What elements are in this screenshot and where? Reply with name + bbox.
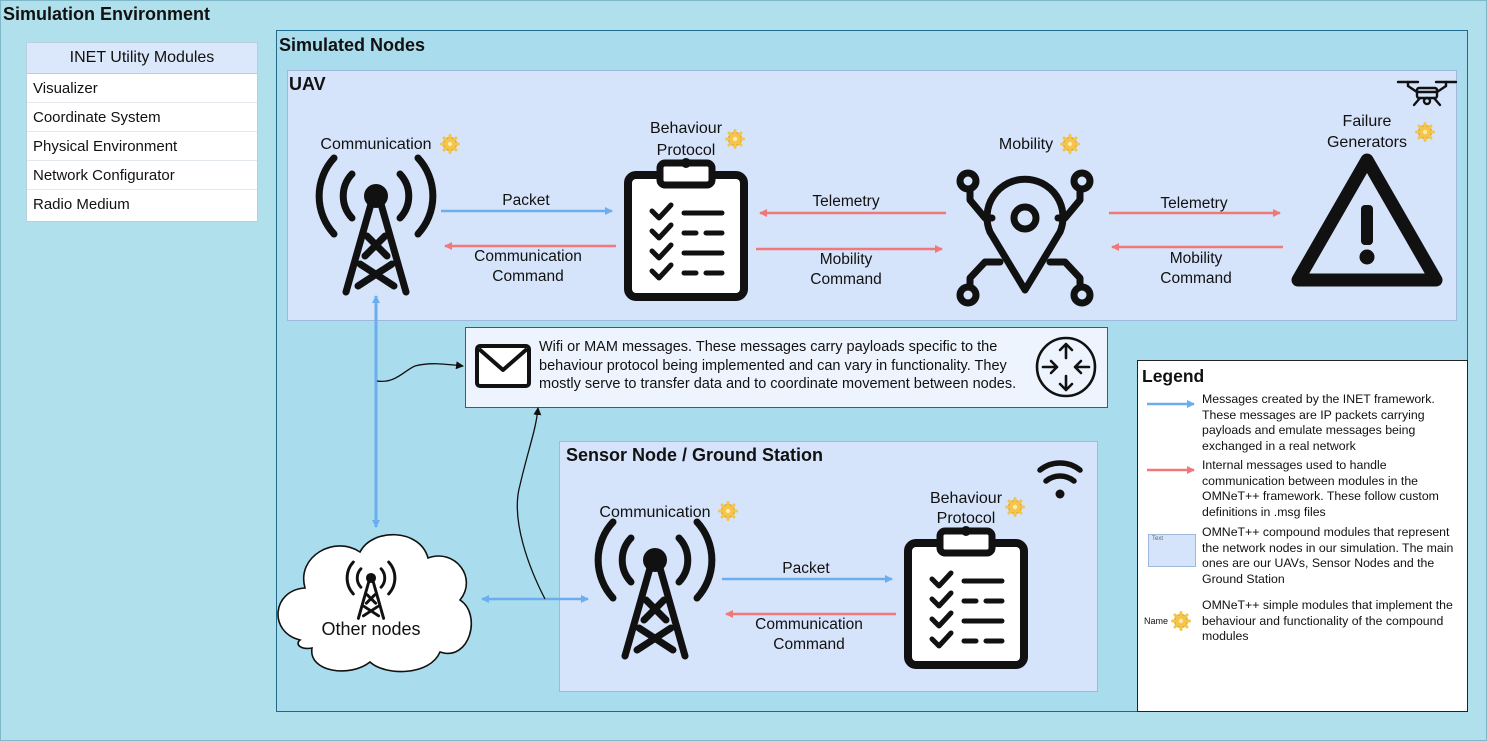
uav-behaviour-label-1: Behaviour bbox=[649, 120, 723, 137]
legend: Legend Messages created by the INET fram… bbox=[1137, 360, 1468, 712]
sensor-node-title: Sensor Node / Ground Station bbox=[566, 445, 824, 465]
drone-icon bbox=[1396, 80, 1458, 107]
mobility-location-icon bbox=[956, 169, 1094, 307]
sensor-communication-label: Communication bbox=[599, 504, 711, 521]
uav-failure-label-2: Generators bbox=[1326, 134, 1408, 151]
uav-mobility-command-label-2b: Command bbox=[1160, 270, 1232, 287]
legend-compound-swatch-label: Text bbox=[1152, 536, 1164, 542]
legend-compound-text: OMNeT++ compound modules that represent … bbox=[1202, 525, 1454, 586]
legend-compound-swatch: Text bbox=[1148, 534, 1196, 567]
environment-title: Simulation Environment bbox=[3, 4, 211, 24]
uav-link-callout-connector bbox=[376, 361, 464, 383]
sensor-comm-command-label-2: Command bbox=[773, 636, 845, 653]
uav-telemetry-label-1: Telemetry bbox=[812, 193, 880, 210]
uav-communication-label: Communication bbox=[320, 136, 432, 153]
uav-failure-label-1: Failure bbox=[1342, 113, 1392, 130]
uav-module bbox=[287, 70, 1457, 321]
utility-item-coordinate-system: Coordinate System bbox=[27, 103, 257, 132]
wifi-icon bbox=[1037, 460, 1083, 499]
warning-icon bbox=[1291, 153, 1443, 287]
uav-behaviour-label-2: Protocol bbox=[656, 142, 716, 159]
simulated-nodes-title: Simulated Nodes bbox=[279, 35, 426, 55]
other-nodes-label: Other nodes bbox=[321, 619, 421, 639]
legend-internal-text: Internal messages used to handle communi… bbox=[1202, 458, 1439, 519]
message-description-text: Wifi or MAM messages. These messages car… bbox=[539, 339, 1017, 392]
inet-utility-modules-panel: INET Utility Modules Visualizer Coordina… bbox=[26, 42, 258, 222]
legend-inet-text: Messages created by the INET framework. … bbox=[1202, 392, 1435, 453]
uav-comm-command-label-1: Communication bbox=[474, 248, 582, 265]
sensor-clipboard-icon bbox=[908, 526, 1024, 665]
utility-item-physical-environment: Physical Environment bbox=[27, 132, 257, 161]
sensor-link-callout-connector bbox=[516, 407, 546, 600]
legend-simple-swatch-label: Name bbox=[1144, 616, 1169, 626]
legend-simple-text: OMNeT++ simple modules that implement th… bbox=[1202, 598, 1453, 643]
envelope-icon bbox=[475, 344, 531, 388]
uav-mobility-label: Mobility bbox=[998, 136, 1054, 153]
uav-telemetry-label-2: Telemetry bbox=[1160, 195, 1228, 212]
sensor-comm-command-label-1: Communication bbox=[755, 616, 863, 633]
uav-comm-command-label-2: Command bbox=[492, 268, 564, 285]
gear-icon bbox=[1415, 122, 1435, 142]
utility-item-network-configurator: Network Configurator bbox=[27, 161, 257, 190]
uav-title: UAV bbox=[289, 74, 326, 94]
uav-packet-label: Packet bbox=[502, 192, 550, 209]
sensor-antenna-tower-icon bbox=[598, 522, 712, 656]
utility-item-radio-medium: Radio Medium bbox=[33, 196, 130, 213]
gear-icon bbox=[718, 501, 738, 521]
sensor-behaviour-label-2: Protocol bbox=[936, 510, 996, 527]
uav-antenna-tower-icon bbox=[319, 158, 433, 292]
uav-clipboard-icon bbox=[628, 158, 744, 297]
router-icon bbox=[1035, 336, 1097, 398]
utility-item-visualizer: Visualizer bbox=[27, 74, 257, 103]
uav-mobility-command-label-2a: Mobility bbox=[1169, 250, 1223, 267]
message-description-box: Wifi or MAM messages. These messages car… bbox=[465, 327, 1108, 408]
sensor-packet-label: Packet bbox=[782, 560, 830, 577]
legend-gear-icon bbox=[1171, 611, 1191, 631]
utility-modules-header: INET Utility Modules bbox=[27, 43, 257, 74]
sensor-behaviour-label-1: Behaviour bbox=[929, 490, 1003, 507]
legend-title: Legend bbox=[1142, 366, 1205, 386]
uav-mobility-command-label-1b: Command bbox=[810, 271, 882, 288]
uav-mobility-command-label-1a: Mobility bbox=[819, 251, 873, 268]
gear-icon bbox=[440, 134, 460, 154]
